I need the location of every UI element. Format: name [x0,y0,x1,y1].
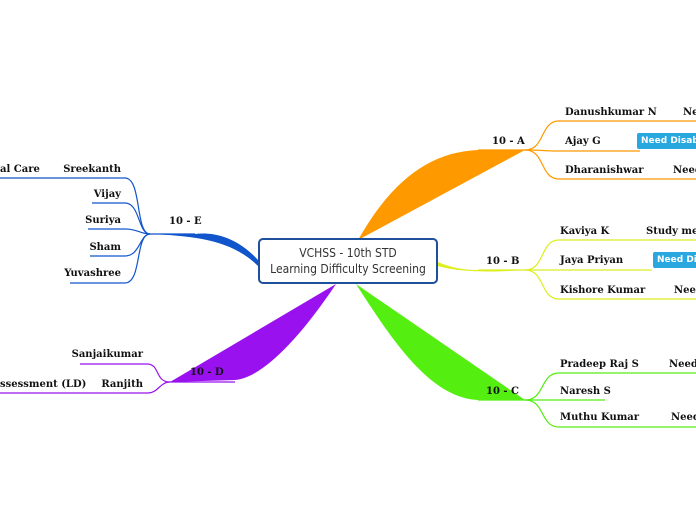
note-danushkumar[interactable]: Ne [683,107,696,118]
student-muthu-kumar[interactable]: Muthu Kumar [560,412,640,423]
note-ranjith[interactable]: ssessment (LD) [0,379,87,390]
student-jaya-priyan[interactable]: Jaya Priyan [560,255,624,266]
need-badge-ajay[interactable]: Need Disabil [637,133,696,149]
student-kishore-kumar[interactable]: Kishore Kumar [560,285,646,296]
branch-connector-10c [356,284,525,400]
branch-10b-label[interactable]: 10 - B [486,256,520,267]
children-connectors-10a [478,120,696,180]
student-sreekanth[interactable]: Sreekanth [63,164,121,175]
branch-10c-label[interactable]: 10 - C [486,386,519,397]
student-vijay[interactable]: Vijay [93,189,121,200]
children-connectors-10d [0,363,235,394]
central-topic-line1: VCHSS - 10th STD [299,246,397,260]
children-connectors-10e [0,177,195,284]
branch-10a-label[interactable]: 10 - A [492,136,525,147]
student-sanjaikumar[interactable]: Sanjaikumar [71,349,143,360]
children-connectors-10b [478,239,696,300]
note-dharanishwar[interactable]: Need [673,165,696,176]
note-muthu-kumar[interactable]: Need [671,412,696,423]
student-dharanishwar[interactable]: Dharanishwar [565,165,644,176]
branch-connector-10d [170,284,336,382]
note-pradeep-raj[interactable]: Need S [669,359,696,370]
branch-connector-10a [358,150,525,240]
student-naresh[interactable]: Naresh S [560,386,611,397]
student-suriya[interactable]: Suriya [85,215,121,226]
student-danushkumar[interactable]: Danushkumar N [565,107,657,118]
need-badge-jaya-priyan[interactable]: Need Disa [653,252,696,268]
branch-connector-10b [438,262,525,272]
student-pradeep-raj[interactable]: Pradeep Raj S [560,359,639,370]
student-sham[interactable]: Sham [89,242,121,253]
branch-10e-label[interactable]: 10 - E [169,216,202,227]
children-connectors-10c [478,372,696,428]
branch-10d-label[interactable]: 10 - D [190,367,224,378]
note-sreekanth[interactable]: al Care [0,164,40,175]
student-kaviya[interactable]: Kaviya K [560,226,610,237]
central-topic-line2: Learning Difficulty Screening [270,262,426,276]
student-yuvashree[interactable]: Yuvashree [64,268,121,279]
student-ajay[interactable]: Ajay G [565,136,601,147]
central-topic[interactable]: VCHSS - 10th STD Learning Difficulty Scr… [258,238,438,284]
student-ranjith[interactable]: Ranjith [101,379,143,390]
note-kaviya[interactable]: Study meth [646,226,696,237]
note-kishore-kumar[interactable]: Need [674,285,696,296]
branch-connector-10e [150,233,258,266]
